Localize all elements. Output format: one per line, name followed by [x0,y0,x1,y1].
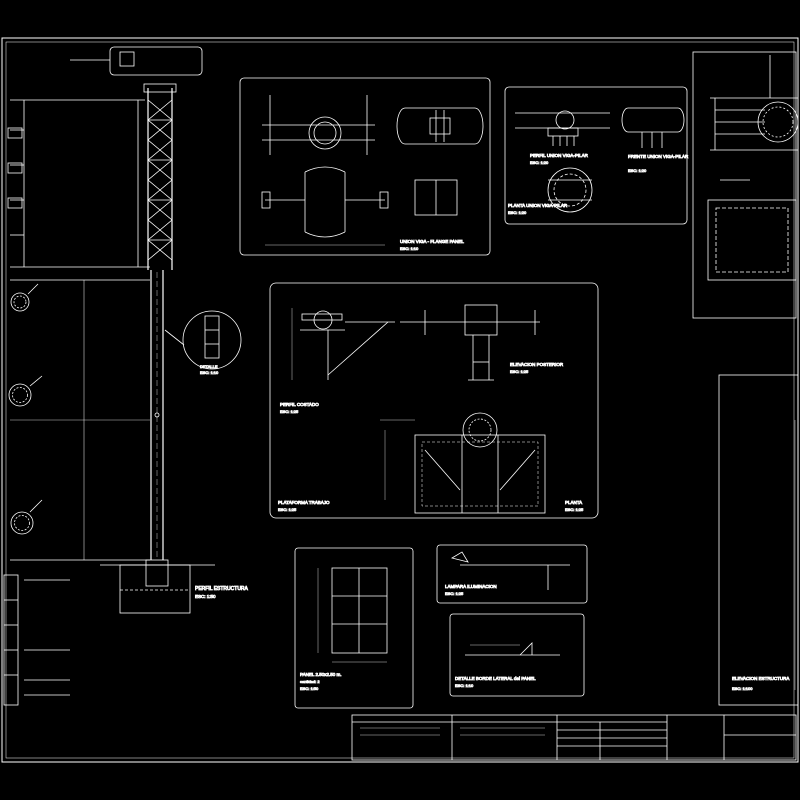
panel-subtitle: cantidad: 2 [300,679,320,684]
union-viga-scale: ESC: 1:10 [400,246,419,251]
planta-title: PLANTA [565,500,582,505]
planta-union-scale: ESC: 1:20 [508,210,527,215]
elevacion-posterior-scale: ESC: 1:25 [510,369,529,374]
plataforma-title: PLATAFORMA TRABAJO [278,500,330,505]
perfil-estructura-view [3,46,242,706]
plataforma-scale: ESC: 1:25 [278,507,297,512]
lampara-scale: ESC: 1:25 [445,591,464,596]
panel-view [294,547,414,709]
sheet-border [1,37,799,763]
elevacion-estructura-scale: ESC: 1:100 [732,686,753,691]
panel-title: PANEL 2.50x2.50 m. [300,672,342,677]
panel-scale: ESC: 1:50 [300,686,319,691]
perfil-costado-title: PERFIL COSTADO [280,402,319,407]
union-viga-pilar-view [504,86,688,225]
frente-union-title: FRENTE UNION VIGA-PILAR [628,154,689,159]
perfil-costado-scale: ESC: 1:25 [280,409,299,414]
title-block [351,714,797,761]
lampara-title: LAMPARA ILUMINACION [445,584,497,589]
lampara-view [436,544,588,604]
elevacion-estructura-title: ELEVACION ESTRUCTURA [732,676,789,681]
detalle-borde-view [449,613,585,697]
frente-union-scale: ESC: 1:20 [628,168,647,173]
plataforma-trabajo-view [269,282,599,519]
detalle-scale: ESC: 1:10 [200,370,219,375]
elevacion-estructura-view [718,374,799,706]
union-viga-title: UNION VIGA - FLANGE PANEL [400,239,464,244]
union-viga-panel-view [239,77,491,256]
perfil-estructura-scale: ESC: 1:50 [195,594,216,599]
perfil-union-title: PERFIL UNION VIGA-PILAR [530,153,589,158]
planta-union-title: PLANTA UNION VIGA-PILAR [508,203,568,208]
perfil-estructura-title: PERFIL ESTRUCTURA [195,586,249,592]
detalle-title: DETALLE [200,364,218,369]
perfil-union-scale: ESC: 1:20 [530,160,549,165]
planta-scale: ESC: 1:25 [565,507,584,512]
detalle-borde-title: DETALLE BORDE LATERAL del PANEL [455,676,536,681]
top-right-detail-view [692,51,799,319]
elevacion-posterior-title: ELEVACION POSTERIOR [510,362,564,367]
detalle-borde-scale: ESC: 1:10 [455,683,474,688]
